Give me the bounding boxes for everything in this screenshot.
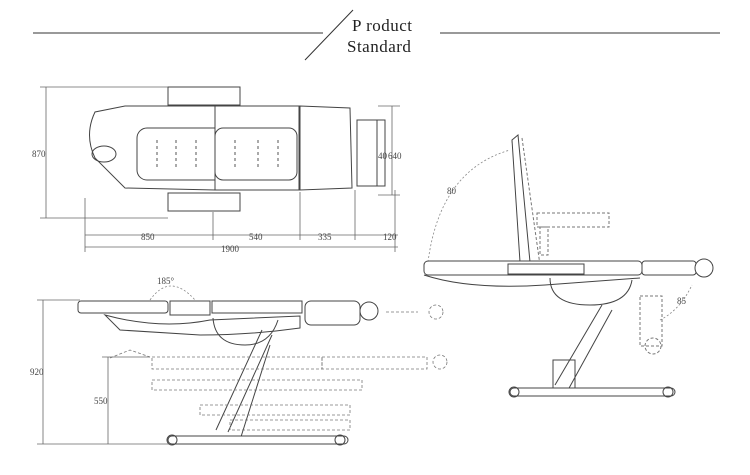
dim-40: 40	[378, 151, 388, 161]
side-view-right	[423, 134, 714, 398]
title-line-1: P roduct	[352, 16, 413, 35]
right-view-angle-arcs	[427, 149, 693, 321]
side-view-left	[77, 300, 379, 446]
top-view-dimensions	[40, 86, 400, 252]
title-divider	[33, 9, 720, 61]
dim-1900: 1900	[221, 244, 240, 254]
title-line-2: Standard	[347, 37, 412, 56]
dim-870: 870	[32, 149, 46, 159]
top-view	[89, 86, 386, 212]
angle-185-arc	[149, 285, 196, 301]
side-view-left-text: 920 550 185°	[30, 276, 175, 406]
dim-540: 540	[249, 232, 263, 242]
dim-920: 920	[30, 367, 44, 377]
face-hole	[91, 145, 117, 163]
angle-85-label: 85	[677, 296, 687, 306]
side-view-right-text: 80 85	[447, 186, 687, 306]
dim-335: 335	[318, 232, 332, 242]
dim-120: 120	[383, 232, 397, 242]
side-view-left-dimensions	[37, 299, 170, 445]
dim-550: 550	[94, 396, 108, 406]
top-view-dimension-text: 870 40 640 850 540 335 120 1900	[32, 149, 402, 254]
angle-185-label: 185°	[157, 276, 175, 286]
angle-80-label: 80	[447, 186, 457, 196]
dim-850: 850	[141, 232, 155, 242]
side-view-left-lowered-dashed	[109, 304, 448, 431]
dim-640: 640	[388, 151, 402, 161]
